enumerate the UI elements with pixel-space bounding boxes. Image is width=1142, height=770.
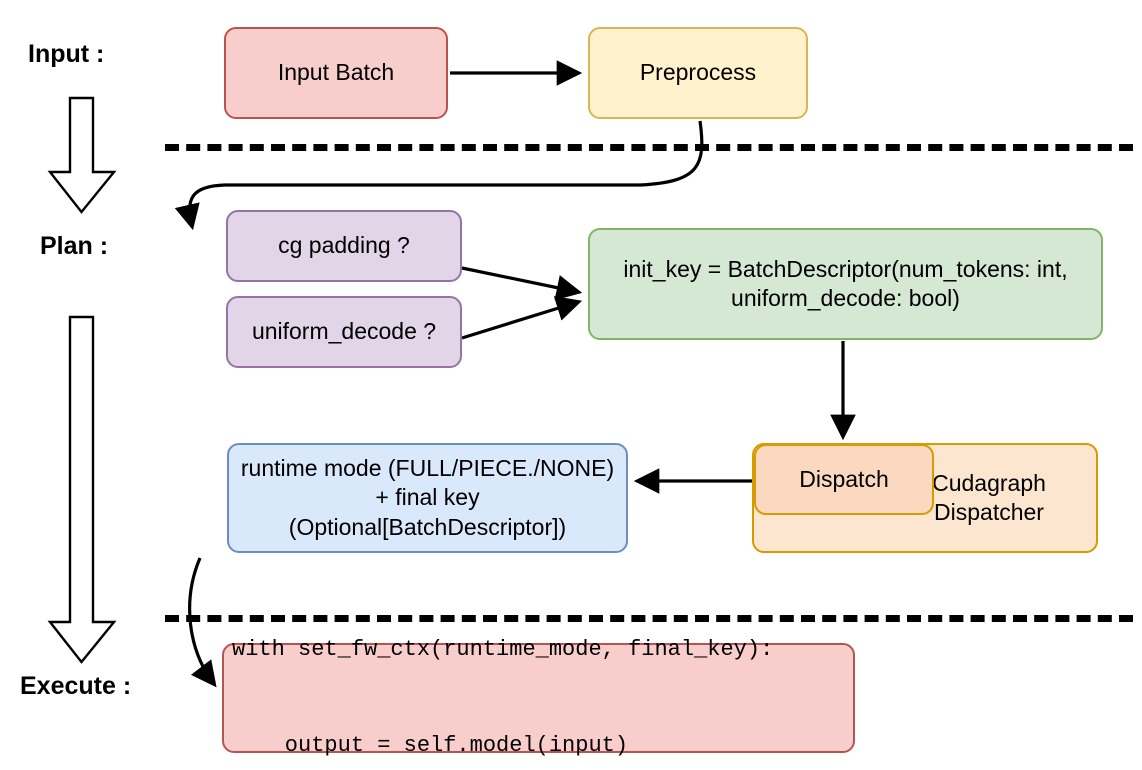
node-cudagraph-dispatcher-line-1: Cudagraph: [932, 469, 1046, 496]
node-execute-code-line-2: output = self.model(input): [232, 732, 629, 758]
node-execute-code[interactable]: with set_fw_ctx(runtime_mode, final_key)…: [222, 637, 855, 758]
node-cudagraph-dispatcher-text: Cudagraph Dispatcher: [904, 469, 1074, 528]
node-input-batch[interactable]: Input Batch: [224, 27, 448, 119]
node-init-key-line-1: init_key = BatchDescriptor(num_tokens: i…: [623, 255, 1068, 282]
node-cg-padding[interactable]: cg padding ?: [226, 210, 462, 282]
stage-label-input: Input :: [28, 40, 105, 68]
node-runtime-mode[interactable]: runtime mode (FULL/PIECE./NONE) + final …: [227, 443, 628, 553]
node-preprocess-label: Preprocess: [639, 59, 757, 86]
node-runtime-mode-line-1: runtime mode (FULL/PIECE./NONE): [240, 454, 615, 481]
node-dispatch[interactable]: Dispatch: [754, 444, 934, 515]
node-runtime-mode-text: runtime mode (FULL/PIECE./NONE) + final …: [237, 454, 618, 542]
node-dispatch-label: Dispatch: [799, 465, 889, 492]
stage-label-execute: Execute :: [20, 672, 132, 700]
node-init-key-line-2: uniform_decode: bool): [731, 285, 960, 311]
node-init-key-text: init_key = BatchDescriptor(num_tokens: i…: [623, 255, 1067, 314]
node-execute-code-line-1: with set_fw_ctx(runtime_mode, final_key)…: [232, 637, 774, 663]
node-cudagraph-dispatcher-line-2: Dispatcher: [934, 499, 1044, 525]
node-init-key[interactable]: init_key = BatchDescriptor(num_tokens: i…: [588, 228, 1103, 340]
node-uniform-decode[interactable]: uniform_decode ?: [226, 296, 462, 368]
edge-cg-padding-to-init-key: [461, 266, 583, 301]
input-to-plan-arrow: [47, 96, 117, 214]
stage-label-plan: Plan :: [40, 232, 109, 260]
plan-to-execute-arrow: [47, 315, 117, 664]
edge-uniform-decode-to-init-key: [461, 296, 583, 340]
node-runtime-mode-line-2: + final key (Optional[BatchDescriptor]): [288, 484, 567, 540]
input-plan-divider: [165, 144, 1133, 151]
node-preprocess[interactable]: Preprocess: [588, 27, 808, 119]
node-cg-padding-label: cg padding ?: [278, 232, 410, 259]
node-uniform-decode-label: uniform_decode ?: [251, 318, 437, 345]
plan-execute-divider: [165, 615, 1133, 622]
node-execute-code-text: with set_fw_ctx(runtime_mode, final_key)…: [232, 570, 773, 770]
node-input-batch-label: Input Batch: [277, 59, 395, 86]
